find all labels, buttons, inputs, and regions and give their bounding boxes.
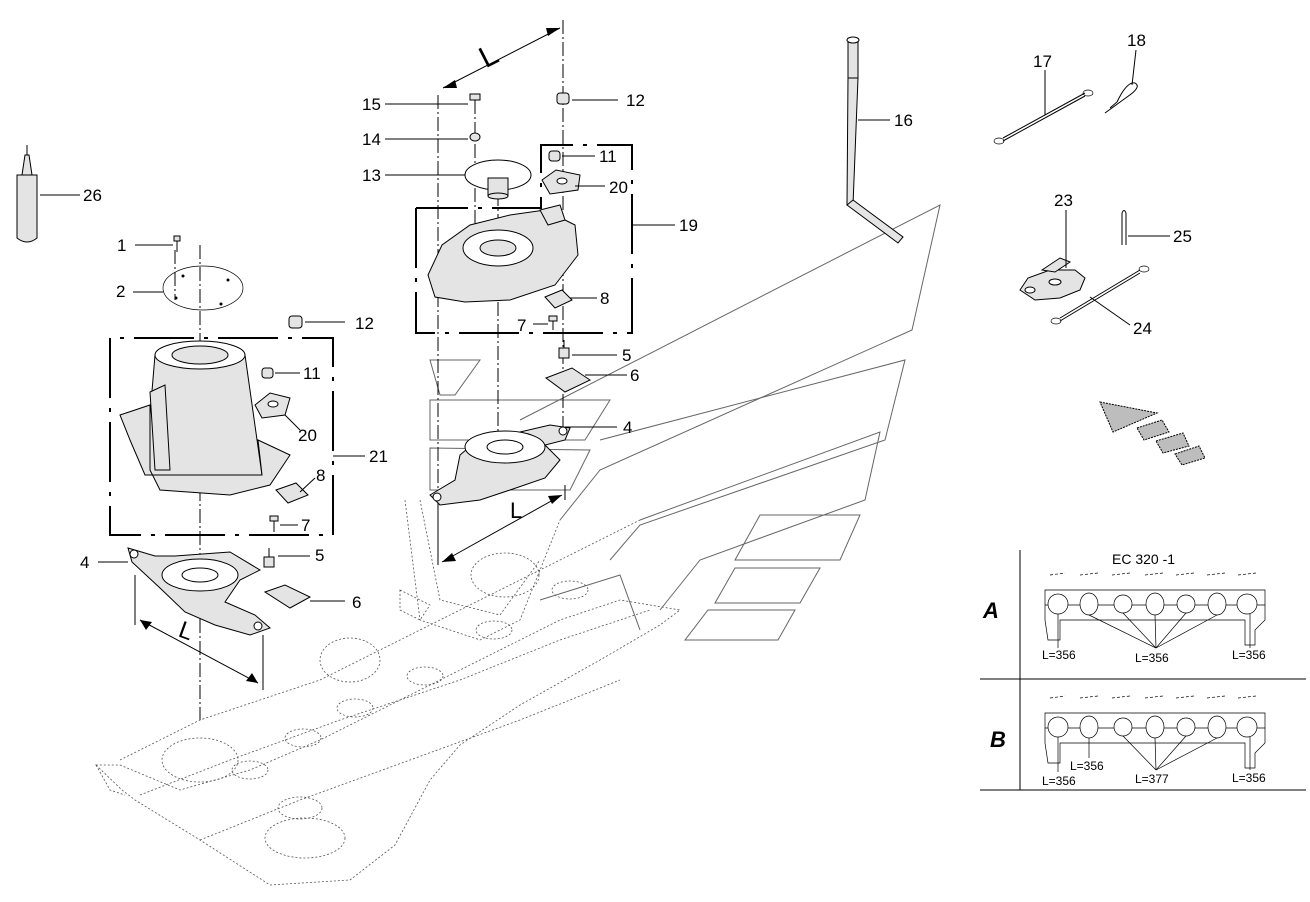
callout-4: 4 — [623, 418, 632, 437]
row-a-value: L=356 — [1135, 651, 1169, 665]
locking-plate — [1019, 257, 1086, 301]
callout-13: 13 — [362, 166, 381, 185]
callout-7: 7 — [517, 316, 526, 335]
table-title: EC 320 -1 — [1112, 551, 1175, 567]
row-a-schematic — [1044, 572, 1266, 649]
callout-20: 20 — [298, 426, 317, 445]
cutter-bar — [95, 499, 681, 886]
callout-6: 6 — [352, 593, 361, 612]
callout-12: 12 — [355, 314, 374, 333]
dimension-L-left: L — [175, 616, 197, 646]
callout-8: 8 — [600, 289, 609, 308]
linch-cable — [993, 89, 1094, 145]
leader-lines — [40, 49, 1170, 602]
callout-15: 15 — [362, 95, 381, 114]
blade-spacing-table: EC 320 -1 A B L=356 — [980, 550, 1306, 791]
row-label-a: A — [982, 598, 999, 623]
callout-12: 12 — [626, 91, 645, 110]
row-label-b: B — [990, 727, 1006, 752]
callout-18: 18 — [1127, 31, 1146, 50]
callout-2: 2 — [116, 282, 125, 301]
left-drum-assembly — [109, 235, 334, 720]
row-a-value: L=356 — [1042, 648, 1076, 662]
callout-7: 7 — [301, 516, 310, 535]
callout-26: 26 — [83, 186, 102, 205]
callout-11: 11 — [303, 364, 321, 383]
dimension-L-right: L — [510, 498, 522, 523]
direction-arrow-icon — [1099, 401, 1206, 466]
safety-cable — [1050, 265, 1150, 325]
wrench-tool — [846, 36, 904, 244]
callout-16: 16 — [894, 111, 913, 130]
callout-5: 5 — [315, 546, 324, 565]
r-clip — [1104, 82, 1138, 114]
callout-25: 25 — [1173, 227, 1192, 246]
row-b-value: L=356 — [1070, 759, 1104, 773]
callout-17: 17 — [1033, 52, 1052, 71]
callout-21: 21 — [369, 447, 388, 466]
callout-1: 1 — [117, 236, 126, 255]
row-b-value: L=356 — [1232, 771, 1266, 785]
callout-11: 11 — [599, 147, 617, 166]
callout-19: 19 — [679, 216, 698, 235]
callout-8: 8 — [316, 466, 325, 485]
row-b-schematic — [1044, 695, 1266, 772]
callout-24: 24 — [1133, 319, 1152, 338]
grease-tube — [16, 145, 38, 243]
callout-20: 20 — [609, 178, 628, 197]
callout-4: 4 — [80, 553, 89, 572]
row-a-value: L=356 — [1232, 648, 1266, 662]
callout-14: 14 — [362, 130, 381, 149]
right-drum-assembly — [415, 20, 633, 565]
callout-labels: 1 2 4 4 5 5 6 6 7 7 8 8 11 11 12 12 13 1… — [80, 31, 1192, 646]
cotter-pin — [1121, 210, 1127, 245]
callout-6: 6 — [630, 366, 639, 385]
callout-5: 5 — [622, 346, 631, 365]
row-b-value: L=356 — [1042, 774, 1076, 788]
row-b-value: L=377 — [1135, 772, 1169, 786]
callout-23: 23 — [1054, 191, 1073, 210]
dimension-L-upper: L — [474, 38, 504, 75]
